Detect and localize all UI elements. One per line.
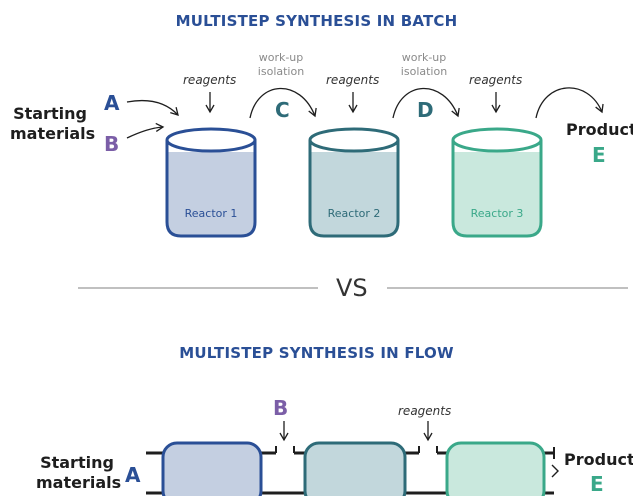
flow-letter-b: B xyxy=(273,396,289,420)
batch-letter-a: A xyxy=(104,91,120,115)
reactor-1 xyxy=(165,127,257,238)
flow-title: MULTISTEP SYNTHESIS IN FLOW xyxy=(179,344,454,362)
reactor-2 xyxy=(308,127,400,238)
flow-letter-e: E xyxy=(590,472,604,496)
transfer-arc-1 xyxy=(249,87,317,119)
transfer-arc-product xyxy=(535,87,604,119)
batch-starting-materials-label: Starting materials xyxy=(10,104,96,143)
reactor-2-label: Reactor 2 xyxy=(327,207,381,220)
flow-reactor-3 xyxy=(445,441,546,496)
reactor-3 xyxy=(451,127,543,238)
reactor-1-label: Reactor 1 xyxy=(184,207,238,220)
batch-title: MULTISTEP SYNTHESIS IN BATCH xyxy=(175,12,458,30)
flow-reagents: reagents xyxy=(398,404,452,418)
flow-output-chevron xyxy=(551,464,559,478)
batch-letter-d: D xyxy=(417,98,434,122)
reactor-3-label: Reactor 3 xyxy=(470,207,524,220)
flow-product-label: Product xyxy=(564,450,633,469)
flow-starting-materials-label: Starting materials xyxy=(36,453,122,492)
flow-letter-a: A xyxy=(125,463,141,487)
batch-reagents-3: reagents xyxy=(469,73,523,87)
batch-product-label: Product xyxy=(566,120,633,139)
transfer-arc-2 xyxy=(392,87,460,119)
arrow-b-to-reactor1 xyxy=(126,122,165,139)
arrow-a-to-reactor1 xyxy=(126,99,179,116)
batch-reagents-2: reagents xyxy=(326,73,380,87)
batch-reagents-1: reagents xyxy=(183,73,237,87)
vs-label: VS xyxy=(336,274,368,302)
batch-workup-2: work-up isolation xyxy=(400,51,448,78)
flow-reactor-2 xyxy=(303,441,407,496)
batch-workup-1: work-up isolation xyxy=(257,51,305,78)
batch-letter-c: C xyxy=(275,98,290,122)
batch-letter-e: E xyxy=(592,143,606,167)
flow-reactor-1 xyxy=(161,441,263,496)
batch-letter-b: B xyxy=(104,132,120,156)
